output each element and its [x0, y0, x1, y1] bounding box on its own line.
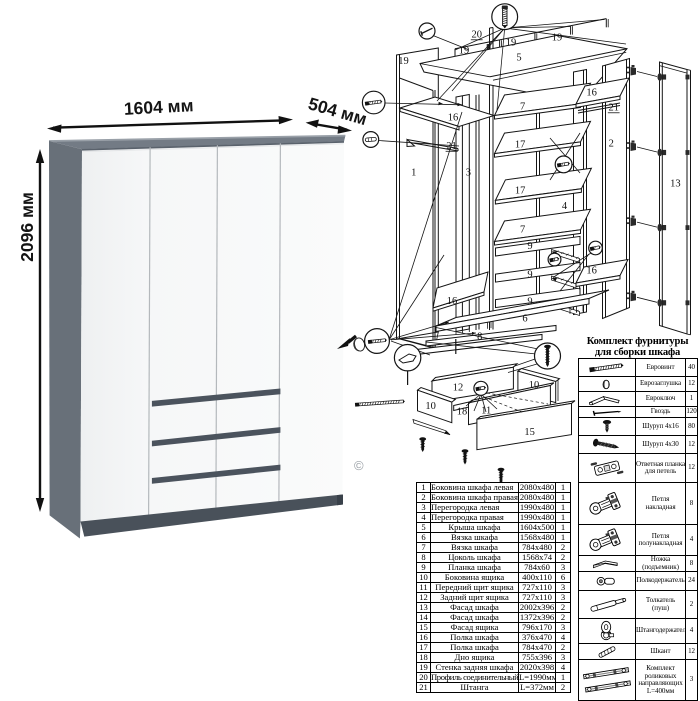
svg-text:19: 19	[398, 56, 409, 67]
svg-text:1: 1	[411, 168, 416, 179]
svg-text:16: 16	[447, 296, 458, 307]
svg-text:7: 7	[520, 225, 525, 236]
svg-text:6: 6	[522, 314, 527, 325]
svg-text:16: 16	[448, 113, 459, 124]
svg-text:19: 19	[459, 46, 470, 57]
svg-text:21: 21	[446, 141, 457, 152]
svg-text:20: 20	[471, 30, 482, 41]
svg-text:3: 3	[466, 168, 471, 179]
svg-text:15: 15	[524, 427, 535, 438]
svg-text:12: 12	[453, 382, 464, 393]
svg-text:16: 16	[586, 88, 597, 99]
svg-text:19: 19	[552, 33, 563, 44]
svg-text:9: 9	[527, 269, 532, 280]
svg-text:17: 17	[515, 140, 526, 151]
svg-text:9: 9	[527, 296, 532, 307]
svg-text:18: 18	[457, 407, 468, 418]
svg-text:4: 4	[562, 201, 568, 212]
svg-text:5: 5	[516, 53, 521, 64]
svg-text:9: 9	[527, 241, 532, 252]
svg-text:13: 13	[670, 179, 681, 190]
svg-text:19: 19	[506, 38, 517, 49]
svg-text:8: 8	[477, 332, 482, 343]
svg-text:16: 16	[586, 266, 597, 277]
svg-text:21: 21	[608, 103, 619, 114]
svg-text:11: 11	[481, 405, 491, 416]
svg-text:17: 17	[515, 186, 526, 197]
svg-text:10: 10	[425, 401, 436, 412]
svg-text:7: 7	[520, 102, 525, 113]
svg-text:2: 2	[609, 139, 614, 150]
svg-text:10: 10	[529, 380, 540, 391]
